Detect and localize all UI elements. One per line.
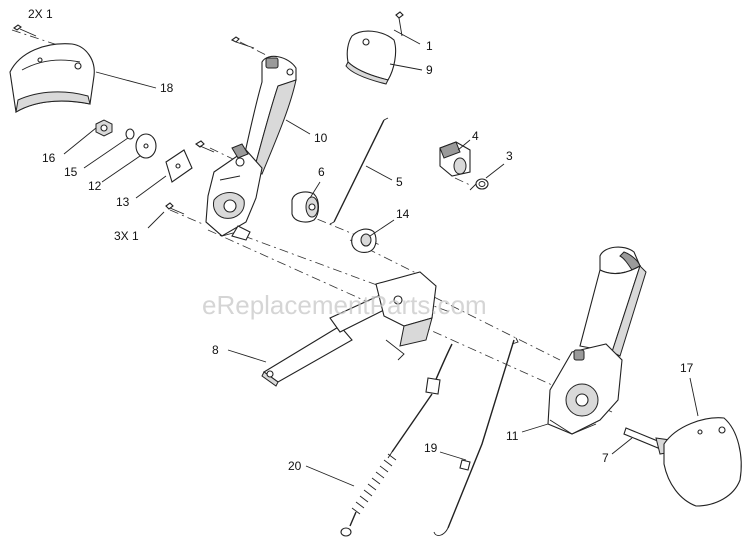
callout-15: 15 [64,165,78,179]
part-12-disc [135,133,157,159]
part-17-cap [663,417,742,507]
part-10-lever [241,55,297,175]
part-9-cap [345,30,397,85]
callout-10: 10 [314,131,328,145]
part-13-plate [165,149,193,183]
callout-12: 12 [88,179,102,193]
callout-4: 4 [472,129,479,143]
part-1-screw-mid [195,140,215,153]
callout-18: 18 [160,81,174,95]
callout-6: 6 [318,165,325,179]
callout-3x1: 3X 1 [114,229,139,243]
part-1-screw-upper [230,36,255,49]
part-18-shell-cover [9,43,95,113]
callout-labels: 2X 1 1 9 18 10 16 15 12 13 3X 1 4 3 5 6 … [28,7,694,473]
part-10-bracket [205,143,263,241]
part-20-cable [340,343,453,537]
part-5-rod [329,117,389,225]
leader-lines [63,29,699,487]
part-11-handle [547,246,647,435]
part-1-screw-lower [165,202,185,215]
part-3-spring [469,178,489,191]
part-6-roller [291,191,320,223]
callout-2x1: 2X 1 [28,7,53,21]
part-4-clamp [439,141,471,177]
callout-5: 5 [396,175,403,189]
callout-16: 16 [42,151,56,165]
callout-3: 3 [506,149,513,163]
part-15-washer [125,128,135,140]
callout-19: 19 [424,441,438,455]
callout-7: 7 [602,451,609,465]
part-1-screw-right [395,11,404,37]
watermark-text: eReplacementParts.com [202,290,487,320]
callout-1: 1 [426,39,433,53]
callout-20: 20 [288,459,302,473]
callout-9: 9 [426,63,433,77]
callout-8: 8 [212,343,219,357]
part-1-screw-top-left [13,24,37,37]
part-14-bushing [351,228,377,253]
callout-11: 11 [506,429,519,443]
callout-17: 17 [680,361,694,375]
part-16-nut [95,119,113,137]
callout-14: 14 [396,207,410,221]
part-19-cable [433,337,519,536]
part-8-lever [261,271,437,387]
callout-13: 13 [116,195,130,209]
